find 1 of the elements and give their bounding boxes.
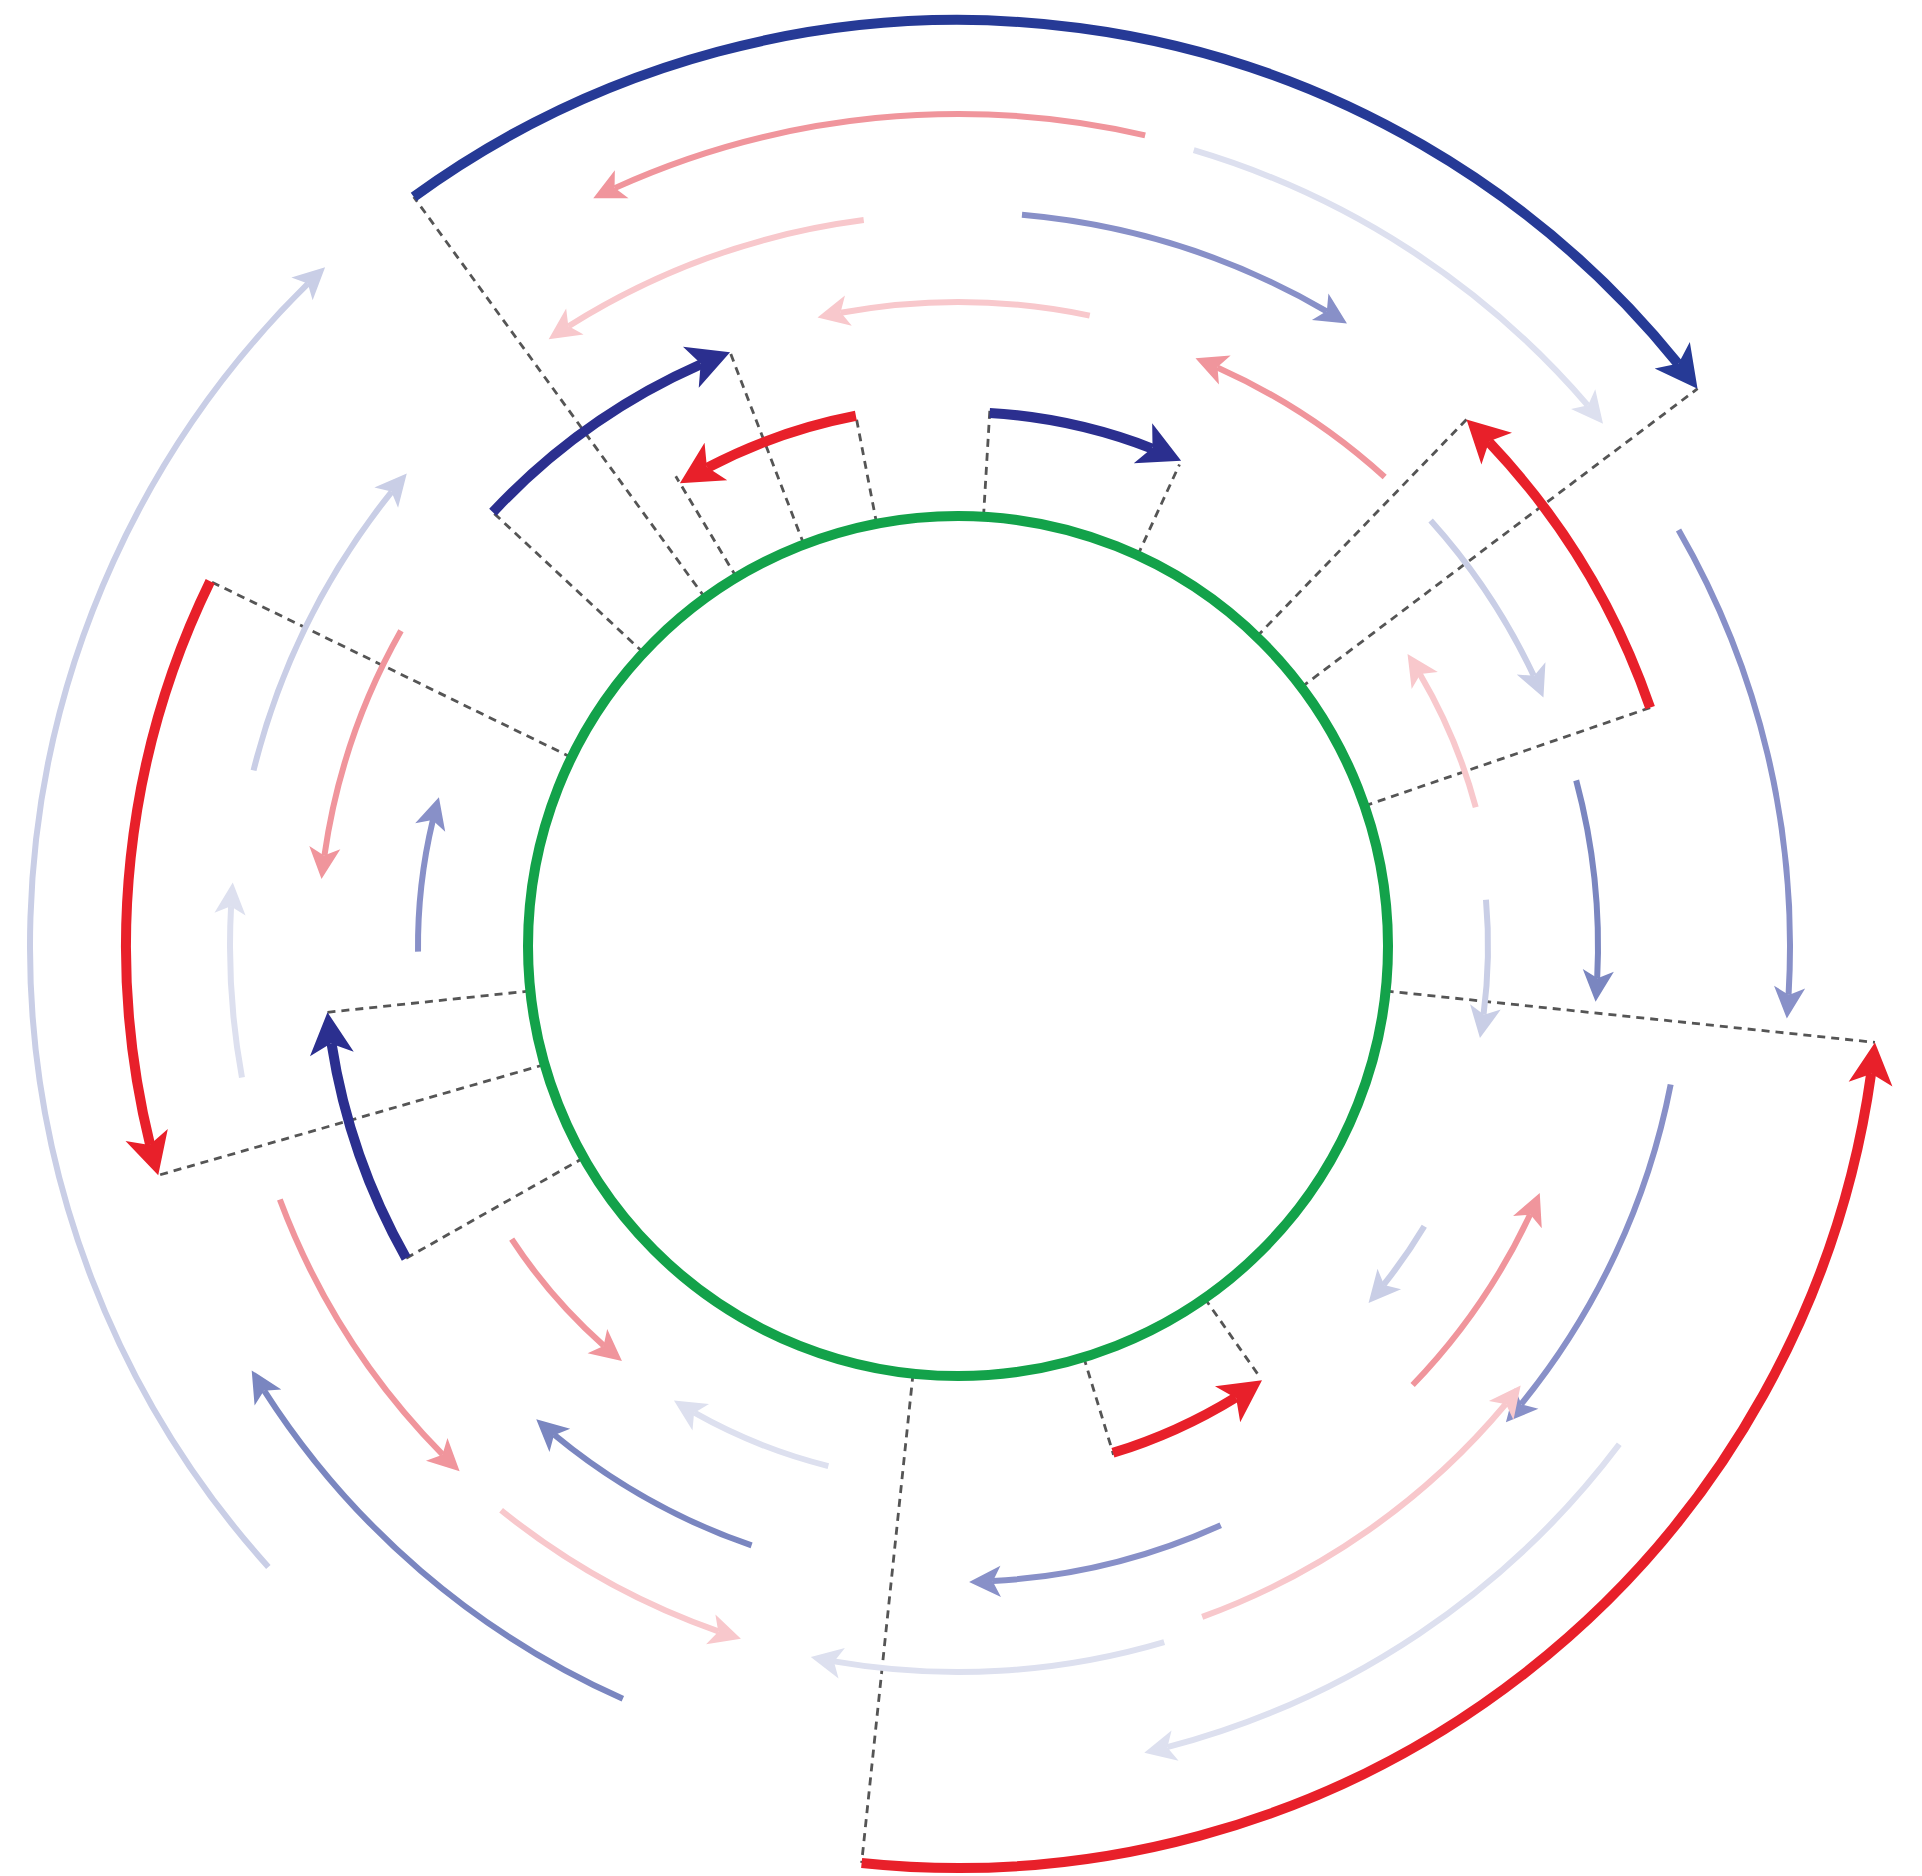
ring: [523, 511, 1393, 1381]
